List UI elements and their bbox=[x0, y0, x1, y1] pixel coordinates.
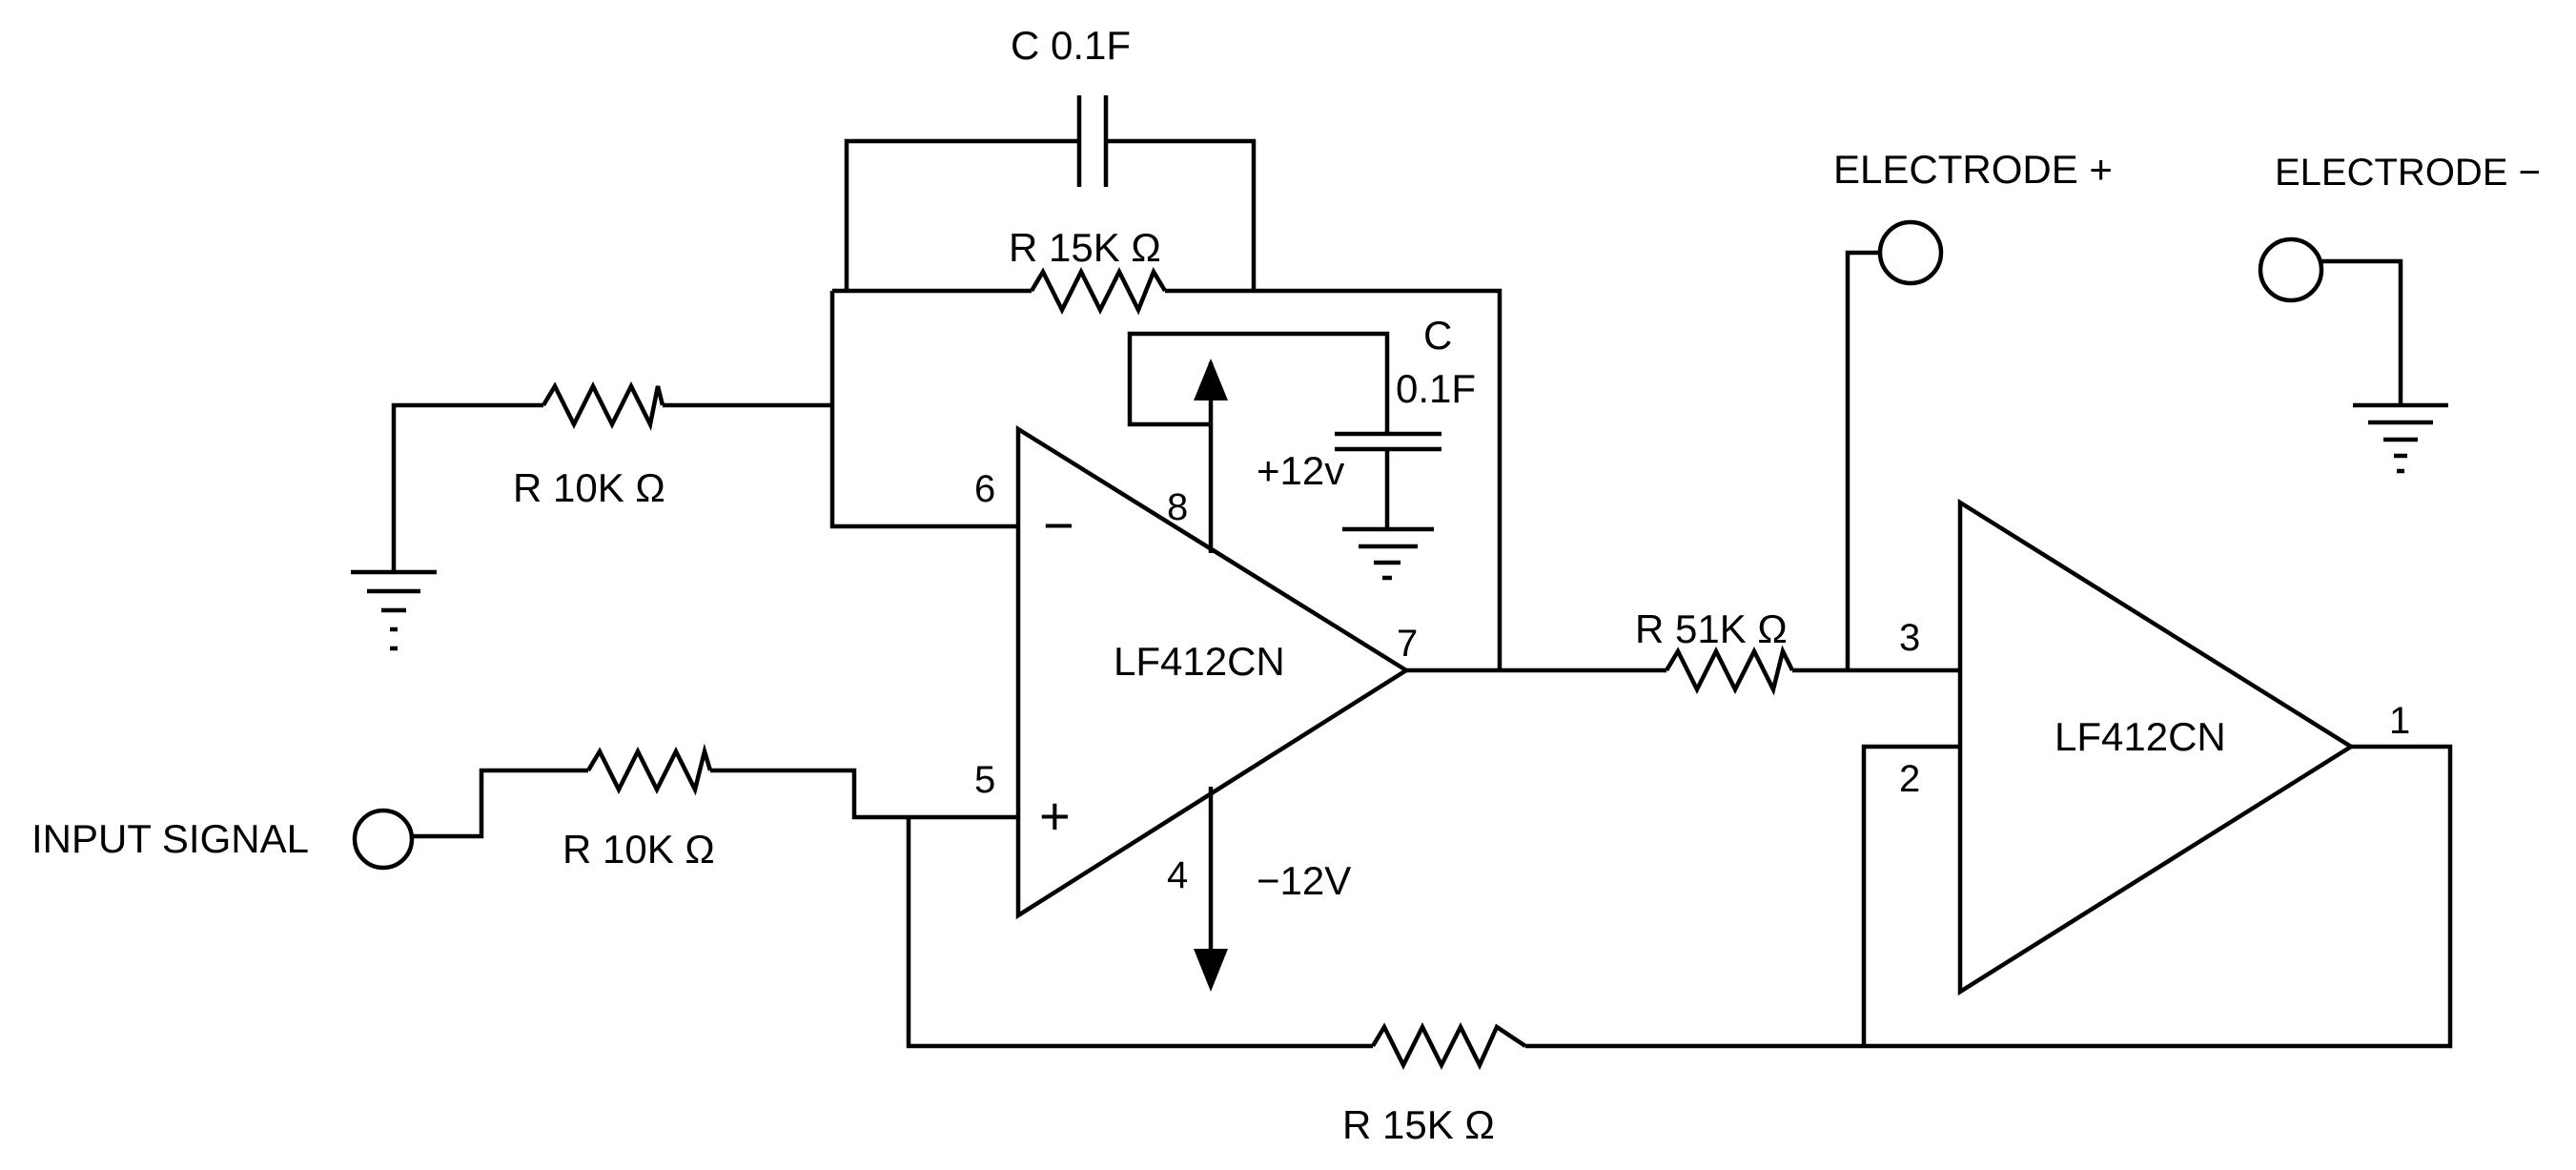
opamp-1-pin-8: 8 bbox=[1167, 486, 1188, 528]
opamp-1-pin-7: 7 bbox=[1397, 623, 1418, 665]
resistor-input bbox=[586, 743, 713, 796]
arrow-supply-negative bbox=[1194, 949, 1228, 992]
supply-positive-label: +12v bbox=[1257, 448, 1344, 493]
resistor-output bbox=[1665, 645, 1795, 696]
arrow-supply-positive bbox=[1194, 359, 1228, 400]
opamp-2-pin-1: 1 bbox=[2389, 700, 2410, 742]
ground-symbol-left bbox=[351, 569, 437, 651]
supply-negative-label: −12V bbox=[1257, 858, 1351, 903]
electrode-plus-label: ELECTRODE + bbox=[1833, 147, 2113, 192]
opamp-1-label: LF412CN bbox=[1114, 639, 1285, 684]
opamp-2-label: LF412CN bbox=[2055, 714, 2226, 759]
opamp-1-pin-4: 4 bbox=[1167, 854, 1188, 896]
capacitor-feedback-label: C 0.1F bbox=[1011, 23, 1131, 68]
opamp-1-minus-sign: − bbox=[1043, 495, 1074, 555]
electrode-minus-label: ELECTRODE − bbox=[2275, 152, 2541, 194]
resistor-feedback-label: R 15K Ω bbox=[1009, 225, 1161, 270]
capacitor-supply-value: 0.1F bbox=[1396, 366, 1476, 411]
resistor-output-label: R 51K Ω bbox=[1635, 606, 1788, 651]
resistor-ground-label: R 10K Ω bbox=[513, 465, 665, 510]
input-signal-terminal bbox=[352, 808, 415, 871]
wire-electrode-minus bbox=[2321, 258, 2403, 405]
capacitor-feedback bbox=[1076, 95, 1109, 187]
wire-ground-resistor bbox=[391, 402, 832, 572]
resistor-feedback bbox=[1030, 266, 1167, 316]
electrode-minus-terminal bbox=[2258, 236, 2324, 303]
wire-opamp2-inverting bbox=[1861, 744, 1960, 1046]
capacitor-supply-c: C bbox=[1423, 313, 1452, 358]
ground-symbol-supply bbox=[1342, 526, 1434, 581]
wire-bottom-loop bbox=[906, 744, 2453, 1049]
wire-cap-feedback bbox=[844, 138, 1257, 291]
wire-feedback-rail bbox=[832, 288, 1503, 670]
opamp-2-pin-2: 2 bbox=[1899, 758, 1920, 800]
wire-supply-loop bbox=[1127, 331, 1390, 434]
opamp-1-plus-sign: + bbox=[1039, 786, 1071, 846]
wire-input bbox=[412, 768, 1018, 839]
opamp-1-pin-6: 6 bbox=[974, 468, 995, 510]
resistor-bottom-label: R 15K Ω bbox=[1342, 1102, 1495, 1147]
electrode-plus-terminal bbox=[1877, 219, 1944, 286]
opamp-1-pin-5: 5 bbox=[974, 759, 995, 801]
ground-symbol-electrode bbox=[2353, 402, 2448, 474]
capacitor-supply bbox=[1335, 431, 1441, 452]
resistor-ground bbox=[542, 380, 665, 431]
wire-electrode-plus bbox=[1845, 250, 1882, 670]
resistor-bottom bbox=[1371, 1021, 1527, 1071]
opamp-2-pin-3: 3 bbox=[1899, 617, 1920, 659]
resistor-input-label: R 10K Ω bbox=[562, 827, 715, 872]
input-signal-label: INPUT SIGNAL bbox=[31, 816, 309, 861]
wire-inverting-input bbox=[829, 291, 1018, 529]
